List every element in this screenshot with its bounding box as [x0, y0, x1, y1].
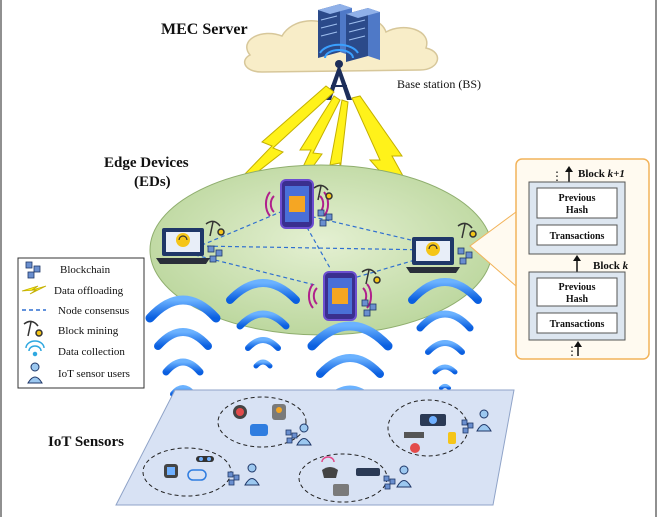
legend-label-blockchain: Blockchain — [60, 264, 111, 276]
pickaxe-icon — [457, 222, 477, 239]
lightning-icon — [21, 285, 47, 295]
pickaxe-icon — [205, 220, 225, 237]
block-k-label: Block k — [593, 260, 629, 272]
user-icon — [396, 465, 412, 488]
pickaxe-icon — [23, 320, 43, 337]
wifi-icon — [25, 340, 45, 357]
block-k-plus-1-label: Block k+1 — [578, 168, 625, 180]
transactions-box-top — [536, 224, 618, 246]
blockchain-icon — [383, 475, 396, 490]
laptop-device-left — [156, 228, 210, 264]
legend-label-node-consensus: Node consensus — [58, 305, 129, 317]
blockchain-icon — [25, 261, 41, 279]
edge-devices-label-line2: (EDs) — [134, 174, 171, 190]
edge-blockchain-icons — [207, 209, 473, 317]
legend-label-data-offloading: Data offloading — [54, 285, 124, 297]
mec-server-label: MEC Server — [161, 21, 248, 38]
bottom-ellipsis: ⋮ — [566, 344, 578, 358]
wifi-icon — [426, 242, 440, 256]
previous-hash-box-bottom — [536, 277, 618, 307]
legend-label-data-collection: Data collection — [58, 346, 125, 358]
transactions-text-top: Transactions — [550, 231, 605, 242]
pickaxe-icon — [361, 268, 381, 285]
base-station-label: Base station (BS) — [397, 77, 481, 91]
transactions-text-bottom: Transactions — [550, 319, 605, 330]
phone-device-bottom — [307, 271, 373, 321]
transactions-box-bottom — [536, 312, 618, 334]
top-ellipsis: ⋮ — [551, 169, 563, 183]
previous-hash-text-top-2: Hash — [566, 205, 589, 216]
laptop-device-right — [406, 237, 460, 273]
user-icon — [296, 423, 312, 446]
pickaxe-icon — [313, 184, 333, 201]
previous-hash-text-bottom-2: Hash — [566, 294, 589, 305]
user-icon — [244, 463, 260, 486]
iot-sensor-plane — [115, 389, 515, 506]
data-collection-signals — [145, 278, 482, 443]
sensor-cluster-3 — [142, 447, 260, 497]
previous-hash-box-top — [536, 187, 618, 219]
blockchain-icon — [227, 471, 240, 486]
signal-stack-2 — [226, 279, 300, 369]
blockchain-icon — [461, 419, 474, 434]
wifi-icon — [176, 233, 190, 247]
sensor-cluster-1 — [217, 396, 312, 448]
iot-sensors-label: IoT Sensors — [48, 434, 124, 450]
blockchain-icon — [207, 245, 223, 263]
user-icon — [476, 409, 492, 432]
block-panel: ⋮ Block k+1 Previous Hash Transactions B… — [515, 158, 650, 360]
legend: Blockchain Data offloading Node consensu… — [17, 257, 145, 389]
signal-stack-4 — [408, 278, 482, 390]
blockchain-icon — [361, 299, 377, 317]
blockchain-icon — [317, 209, 333, 227]
phone-device-top — [264, 179, 330, 229]
edge-mining-icons — [205, 184, 477, 285]
legend-label-iot-sensor-users: IoT sensor users — [58, 368, 130, 380]
user-icon — [27, 362, 43, 384]
previous-hash-text-bottom-1: Previous — [558, 282, 595, 293]
sensor-cluster-4 — [298, 453, 412, 503]
blockchain-icon — [285, 429, 298, 444]
legend-label-block-mining: Block mining — [58, 325, 119, 337]
previous-hash-text-top-1: Previous — [558, 193, 595, 204]
blockchain-icon — [457, 247, 473, 265]
sensor-cluster-2 — [387, 399, 492, 457]
edge-devices-label-line1: Edge Devices — [104, 155, 189, 171]
